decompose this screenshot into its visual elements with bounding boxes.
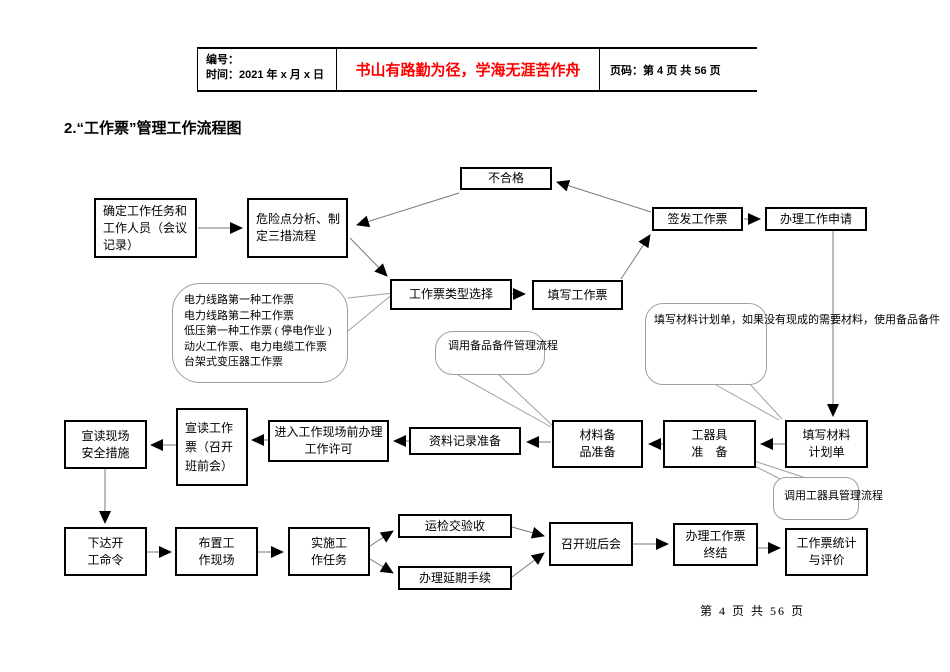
flow-node-tools-prep: 工器具 准 备 [663,420,756,468]
flow-node-extension-procedure: 办理延期手续 [398,566,512,590]
flow-node-material-plan: 填写材料 计划单 [785,420,868,468]
flow-node-read-ticket: 宣读工作 票（召开 班前会） [176,408,248,486]
callout-tail-spare-parts [497,373,554,427]
callout-material-note-text: 填写材料计划单，如果没有现成的需要材料，使用备品备件 [654,314,940,326]
callout-tail-ticket-types [347,292,395,299]
header-cell-number-time: 编号： 时间：2021 年 x 月 x 日 [197,49,337,90]
callout-ticket-types: 电力线路第一种工作票 电力线路第二种工作票 低压第一种工作票 ( 停电作业 ) … [172,283,348,383]
flow-node-ticket-termination: 办理工作票 终结 [673,523,758,566]
flow-node-fill-ticket: 填写工作票 [532,280,623,310]
arrow-risk-to-tickettype [349,237,388,277]
arrow-unqualified-to-risk [356,192,460,228]
callout-material-note: 填写材料计划单，如果没有现成的需要材料，使用备品备件 [645,303,940,385]
arrow-issue-to-unqualified [556,179,652,213]
flow-node-ticket-statistics: 工作票统计 与评价 [785,528,868,576]
flow-node-ticket-type-select: 工作票类型选择 [390,279,512,310]
flow-node-implement-task: 实施工 作任务 [288,527,370,576]
arrow-fill-to-issue [620,234,651,280]
arrow-implement-to-inspection [369,530,394,547]
flow-node-risk-analysis: 危险点分析、制 定三措流程 [247,198,348,258]
callout-tail-ticket-types [347,292,395,332]
arrow-implement-to-extension [369,558,394,574]
flow-node-material-prep: 材料备 品准备 [552,420,643,468]
flow-node-determine-task: 确定工作任务和 工作人员（会议 记录） [94,198,197,258]
page-title: 2.“工作票”管理工作流程图 [64,120,242,137]
flow-node-inspection-acceptance: 运检交验收 [398,514,512,538]
callout-tools-note-text: 调用工器具管理流程 [784,490,883,502]
flow-node-work-application: 办理工作申请 [765,207,867,231]
flow-node-arrange-site: 布置工 作现场 [175,527,258,576]
header-cell-page: 页码：第 4 页 共 56 页 [600,49,757,90]
flow-node-issue-ticket: 签发工作票 [652,207,743,231]
callout-tail-material-note [715,384,780,421]
callout-tools-note: 调用工器具管理流程 [773,477,883,520]
header-number-label: 编号： [206,54,239,66]
flow-node-read-safety: 宣读现场 安全措施 [64,420,147,469]
header-page-info: 页码：第 4 页 共 56 页 [610,64,721,77]
flow-node-start-order: 下达开 工命令 [64,527,147,576]
callout-spare-parts-note: 调用备品备件管理流程 [435,331,558,375]
flow-node-work-permit: 进入工作现场前办理 工作许可 [268,420,389,462]
header-motto: 书山有路勤为径，学海无涯苦作舟 [355,62,581,79]
callout-tail-material-note [747,381,783,420]
arrow-inspection-to-aftermeeting [511,526,545,539]
callout-tail-spare-parts [457,374,552,428]
callout-spare-parts-text: 调用备品备件管理流程 [448,340,558,352]
header-table: 编号： 时间：2021 年 x 月 x 日 书山有路勤为径，学海无涯苦作舟 页码… [197,47,757,92]
flow-node-after-meeting: 召开班后会 [549,522,633,566]
flow-node-unqualified: 不合格 [460,167,552,190]
header-cell-motto: 书山有路勤为径，学海无涯苦作舟 [337,49,600,90]
flow-node-data-record: 资料记录准备 [409,427,521,455]
footer-page-number: 第 4 页 共 56 页 [700,604,806,618]
header-time-label: 时间：2021 年 x 月 x 日 [206,69,324,81]
arrow-extension-to-aftermeeting [511,552,545,578]
